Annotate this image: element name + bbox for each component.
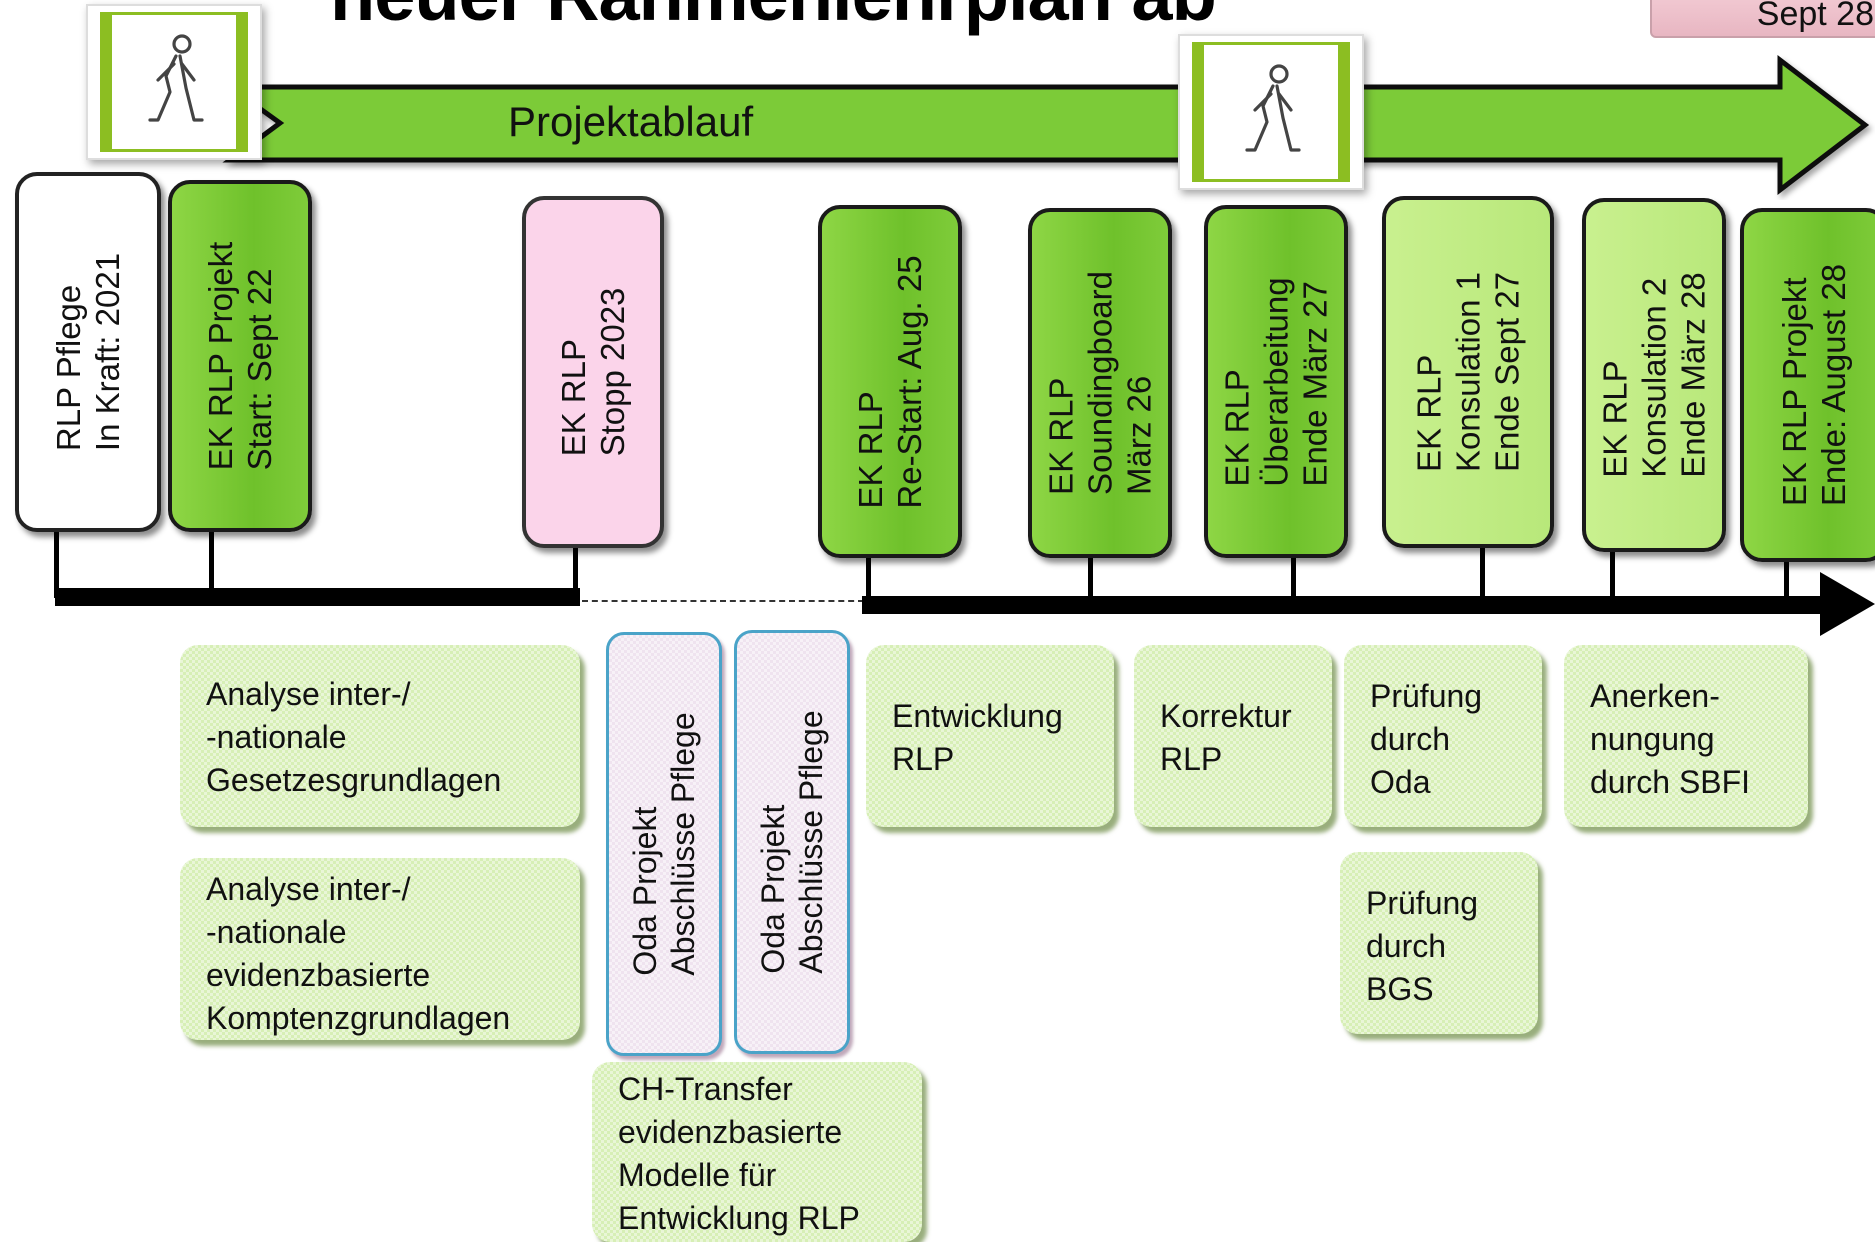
project-flow-arrow xyxy=(222,54,1870,196)
corner-badge: Sept 28 xyxy=(1650,0,1875,38)
tick xyxy=(573,540,578,600)
timeline-gap-dashed xyxy=(582,600,864,602)
timeline-axis-left xyxy=(55,588,580,606)
arrow-label: Projektablauf xyxy=(508,98,754,145)
tick xyxy=(1480,540,1485,606)
timeline-axis-right xyxy=(862,596,1827,614)
tick xyxy=(1784,550,1789,606)
tick xyxy=(1291,548,1296,606)
tick xyxy=(1610,540,1615,606)
page-title: neuer Rahmenlehrplan ab xyxy=(330,0,1217,37)
tick xyxy=(209,520,214,598)
walker-card-1 xyxy=(86,4,262,160)
walker-card-2 xyxy=(1178,34,1364,190)
tick xyxy=(54,520,59,598)
walker-icon xyxy=(1245,64,1301,152)
corner-badge-label: Sept 28 xyxy=(1756,0,1874,33)
tick xyxy=(866,548,871,606)
walker-icon xyxy=(148,34,204,122)
timeline-arrowhead xyxy=(1820,572,1875,636)
tick xyxy=(1088,548,1093,606)
